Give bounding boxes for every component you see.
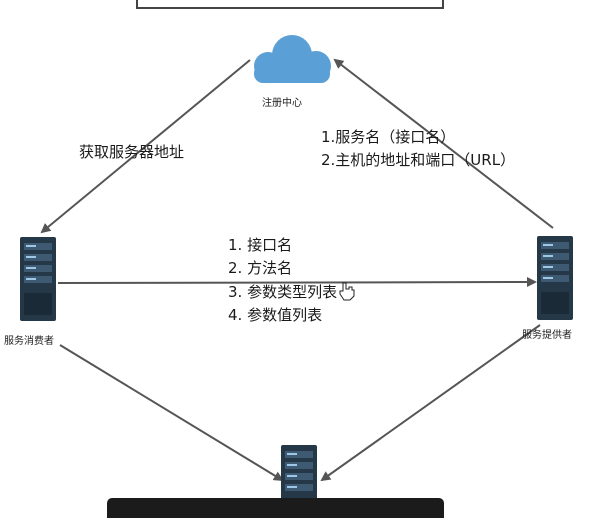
cloud-icon <box>254 35 331 83</box>
rpc-line-3: 3. 参数类型列表 <box>228 283 338 301</box>
consumer-label: 服务消费者 <box>4 336 54 347</box>
arrow-provider-to-registry <box>333 58 554 229</box>
server-icon <box>20 237 56 321</box>
fetch-address-label: 获取服务器地址 <box>79 143 185 161</box>
server-icon <box>537 236 573 320</box>
registry-label: 注册中心 <box>262 98 302 109</box>
top-panel-edge <box>136 0 444 9</box>
rpc-line-1: 1. 接口名 <box>228 236 293 254</box>
hand-cursor-icon <box>339 282 355 301</box>
register-line-2: 2.主机的地址和端口（URL） <box>321 151 516 169</box>
rpc-line-4: 4. 参数值列表 <box>228 306 323 324</box>
rpc-line-2: 2. 方法名 <box>228 259 293 277</box>
bottom-dark-bar <box>107 498 444 518</box>
server-icon <box>281 445 317 514</box>
provider-label: 服务提供者 <box>522 330 572 341</box>
arrow-registry-to-consumer <box>40 59 251 234</box>
arrow-consumer-to-bottom <box>59 344 284 482</box>
arrow-provider-to-bottom <box>320 324 541 482</box>
register-line-1: 1.服务名（接口名） <box>321 128 456 146</box>
arrow-consumer-to-provider <box>57 277 537 288</box>
